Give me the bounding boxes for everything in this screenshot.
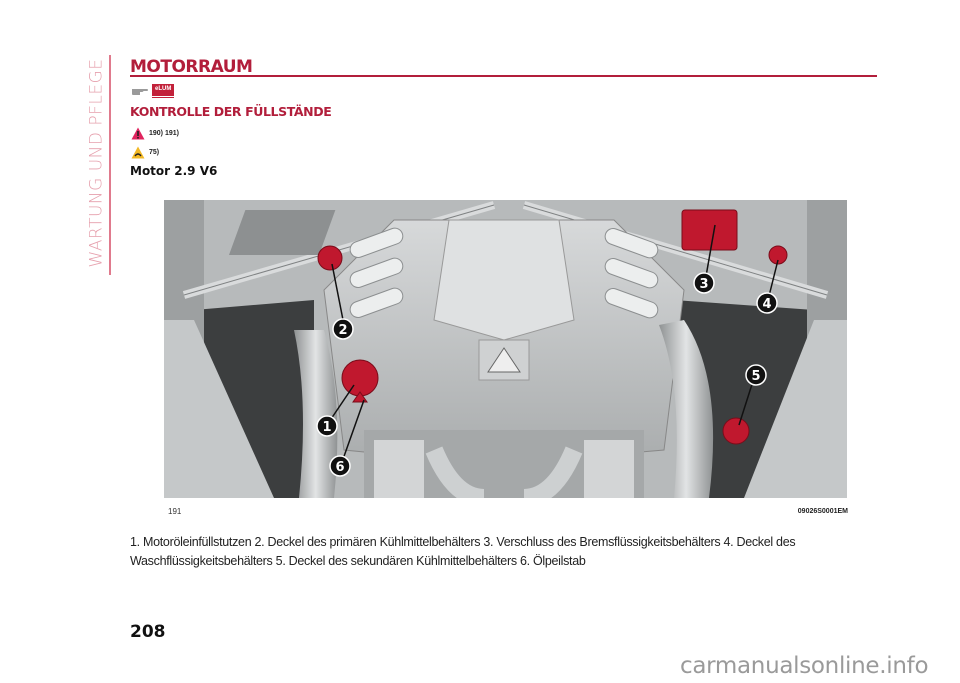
callout-5: 5 (751, 369, 760, 384)
figure-number: 191 (168, 507, 182, 516)
caution-triangle-icon (131, 146, 145, 159)
callout-6: 6 (335, 460, 344, 475)
page-title: MOTORRAUM (130, 57, 253, 77)
elum-reference: eLUM (131, 84, 175, 97)
chapter-label-text: WARTUNG UND PFLEGE (86, 58, 107, 268)
engine-bay-illustration: 2 1 6 3 4 5 (164, 200, 847, 498)
callout-4: 4 (762, 297, 771, 312)
chapter-side-label: WARTUNG UND PFLEGE (86, 48, 106, 278)
elum-badge: eLUM (152, 84, 175, 97)
warning-refs-text: 190) 191) (149, 130, 179, 137)
callout-3: 3 (699, 277, 708, 292)
page-number: 208 (130, 622, 166, 642)
warning-reference: 190) 191) (131, 127, 179, 140)
pointing-hand-icon (132, 88, 148, 95)
title-divider (130, 75, 877, 77)
caution-reference: 75) (131, 146, 159, 159)
callout-2: 2 (338, 323, 347, 338)
section-subtitle: KONTROLLE DER FÜLLSTÄNDE (130, 104, 332, 119)
engine-label: Motor 2.9 V6 (130, 164, 218, 178)
watermark-link[interactable]: carmanualsonline.info (680, 653, 929, 679)
warning-triangle-icon (131, 127, 145, 140)
caution-refs-text: 75) (149, 149, 160, 156)
figure-caption: 1. Motoröleinfüllstutzen 2. Deckel des p… (130, 535, 796, 568)
figure-code: 09026S0001EM (797, 508, 848, 515)
callout-1: 1 (322, 420, 331, 435)
chapter-side-rule (109, 55, 111, 275)
